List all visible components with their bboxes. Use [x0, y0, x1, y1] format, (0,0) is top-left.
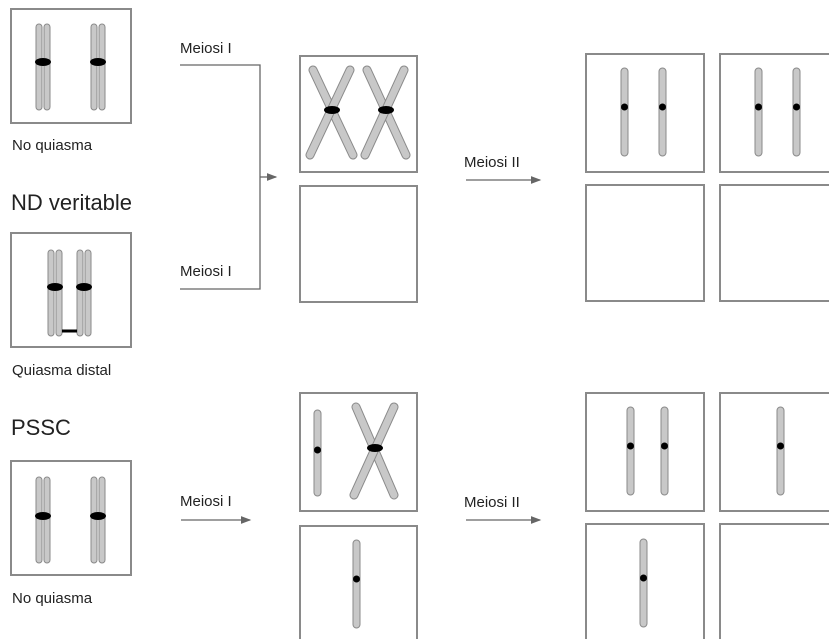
nd-meiosis-two-cell-1: [585, 53, 705, 173]
chromosome-pair-right: [76, 249, 92, 337]
x-chromosome-left: [305, 65, 358, 160]
x-chromosome-right: [360, 65, 411, 160]
pssc-meiosis-two-cell-2: [719, 392, 829, 512]
label-meiosis-two-nd: Meiosi II: [464, 154, 520, 171]
chromosome-pair-right: [90, 23, 106, 111]
section-title-pssc: PSSC: [11, 415, 71, 440]
caption-distal-chiasma: Quiasma distal: [12, 362, 111, 379]
meiosis-one-merge-bracket: Meiosi I Meiosi I: [180, 40, 278, 290]
chromosome-pair-left: [47, 249, 63, 337]
nd-meiosis-two-cell-4-empty: [719, 184, 829, 302]
label-meiosis-two-pssc: Meiosi II: [464, 494, 520, 511]
chromosome-pair-right: [90, 476, 106, 564]
caption-no-chiasma-bottom: No quiasma: [12, 590, 93, 607]
nd-meiosis-one-cell-top: [299, 55, 418, 173]
label-meiosis-one-top: Meiosi I: [180, 40, 232, 57]
chromosome-pair-left: [35, 23, 51, 111]
pssc-start-cell-no-chiasma: [10, 460, 132, 576]
pssc-meiosis-one-cell-bottom: [299, 525, 418, 639]
nd-meiosis-two-cell-2: [719, 53, 829, 173]
pssc-meiosis-two-cell-1: [585, 392, 705, 512]
pssc-meiosis-two-cell-3: [585, 523, 705, 639]
caption-no-chiasma-top: No quiasma: [12, 137, 93, 154]
label-meiosis-one-pssc: Meiosi I: [180, 493, 232, 510]
chromosome-pair-left: [35, 476, 51, 564]
nd-meiosis-two-cell-3-empty: [585, 184, 705, 302]
pssc-meiosis-one-cell-top: [299, 392, 418, 512]
label-meiosis-one-bottom: Meiosi I: [180, 263, 232, 280]
section-title-nd: ND veritable: [11, 190, 132, 215]
nd-start-cell-distal-chiasma: [10, 232, 132, 348]
nd-start-cell-no-chiasma: [10, 8, 132, 124]
pssc-meiosis-two-cell-4-empty: [719, 523, 829, 639]
x-chromosome: [349, 402, 399, 500]
nd-meiosis-one-cell-bottom-empty: [299, 185, 418, 303]
